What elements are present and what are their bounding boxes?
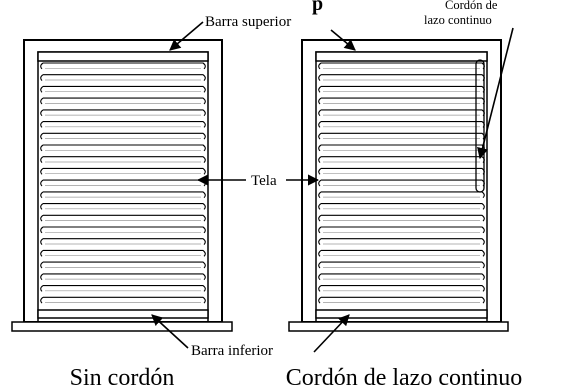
fabric-pleat [40,249,206,257]
label-cord-line1: Cordón de [445,0,498,12]
fabric-pleat [40,121,206,128]
fabric-pleat [40,62,206,70]
fabric-pleat [318,296,485,304]
fabric-pleat [318,261,485,269]
window-right-frame [301,39,502,323]
fabric-pleat [40,74,206,81]
fabric-pleats-right [318,62,485,304]
arrow-top-rail-left [169,21,204,51]
label-bottom-rail: Barra inferior [191,343,273,359]
window-left [11,39,233,332]
fabric-pleat [40,167,206,175]
fabric-pleat [318,132,485,140]
fabric-pleat [318,226,485,234]
window-left-inner [37,51,209,323]
fabric-pleat [40,109,206,117]
fabric-pleat [318,238,485,245]
fabric-pleat [40,261,206,269]
caption-left: Sin cordón [70,365,175,391]
fabric-pleat [40,214,206,222]
fabric-pleat [40,156,206,163]
window-right-inner [315,51,488,323]
caption-right: Cordón de lazo continuo [286,365,523,391]
arrow-top-rail-right [330,29,356,51]
arrow-bottom-rail-left [151,314,189,349]
arrow-bottom-rail-right [313,314,350,353]
label-fabric: Tela [251,173,277,189]
fabric-pleat [40,226,206,234]
window-sill-right [288,321,509,332]
fabric-pleat [40,285,206,292]
fabric-pleat [318,273,485,281]
fabric-pleat [40,144,206,152]
window-left-frame [23,39,223,323]
fabric-pleat [40,85,206,93]
continuous-loop-cord [475,59,485,193]
fabric-pleat [40,273,206,281]
window-sill-left [11,321,233,332]
arrow-cord [477,27,514,160]
fabric-pleat [318,203,485,210]
fabric-pleat [318,285,485,292]
fabric-pleat [318,214,485,222]
label-cord-line2: lazo continuo [424,13,492,27]
bottom-rail-right [315,309,488,319]
fabric-pleat [318,249,485,257]
top-rail-left [37,51,209,62]
fabric-pleat [40,238,206,245]
callout-arrows [151,21,514,353]
top-rail-right [315,51,488,62]
fabric-pleat [40,97,206,105]
window-right [288,39,509,332]
bottom-rail-left [37,309,209,319]
label-top-rail: Barra superior [205,14,291,30]
fabric-pleat [40,132,206,140]
fabric-pleat [40,191,206,199]
fabric-pleat [40,203,206,210]
fabric-pleat [40,296,206,304]
fabric-pleats-left [40,62,206,304]
title-fragment: p [312,0,323,15]
